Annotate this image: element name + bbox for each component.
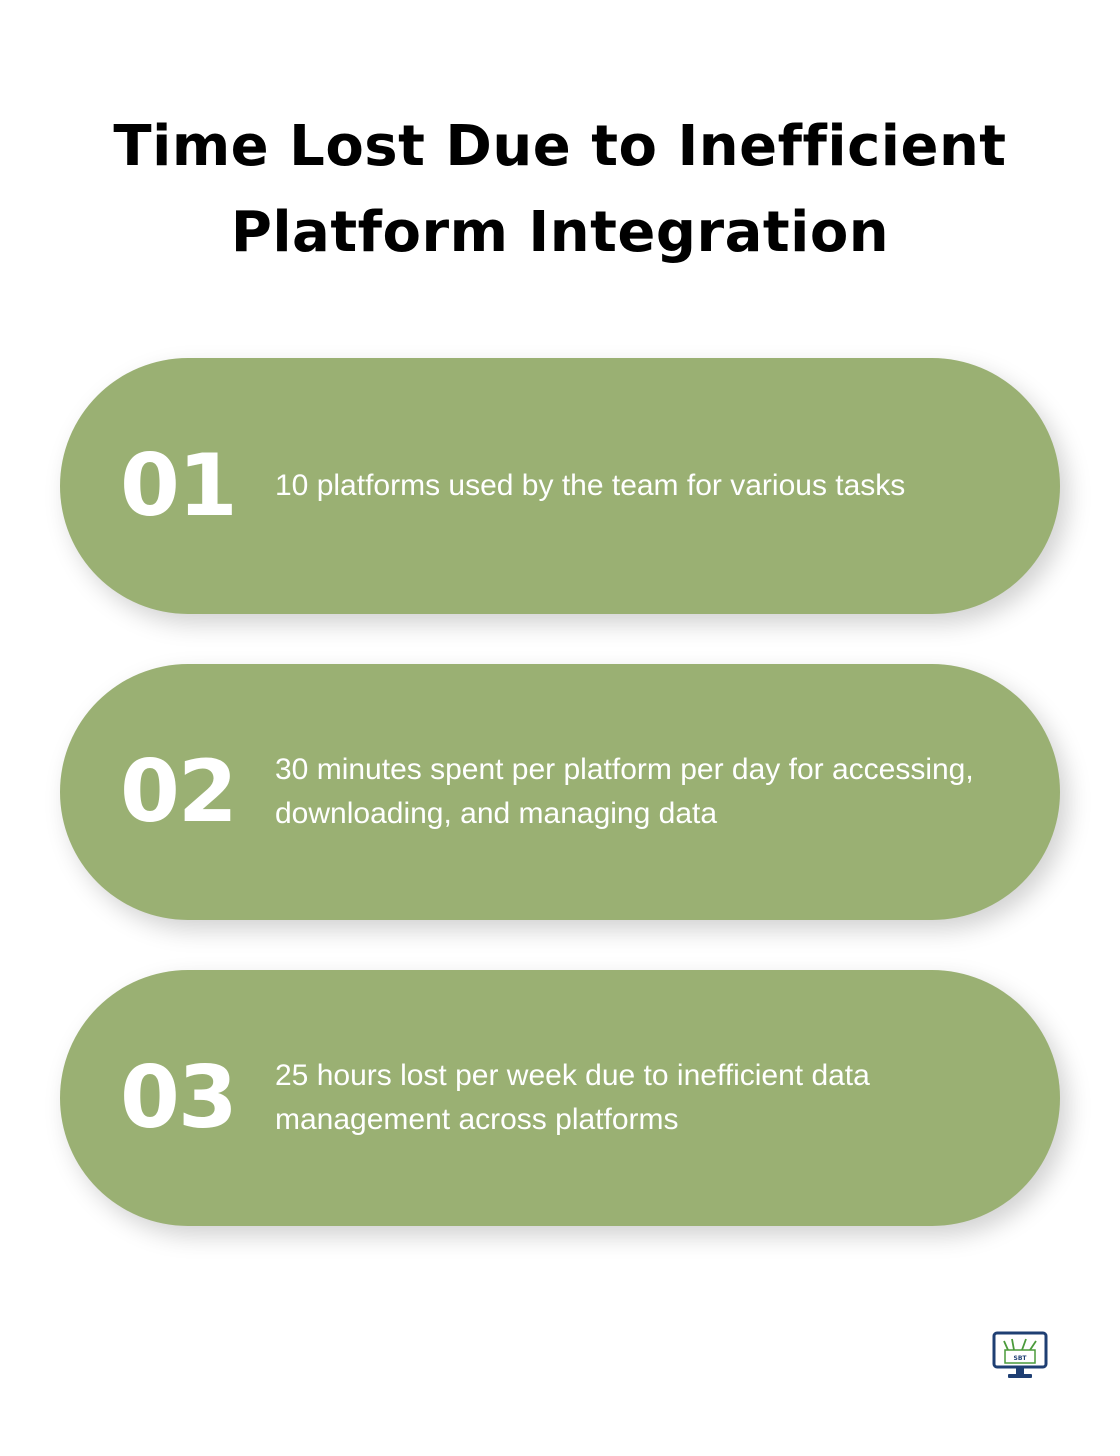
title-line-1: Time Lost Due to Inefficient [113, 114, 1007, 179]
monitor-toolbox-icon: SBT [992, 1331, 1048, 1378]
svg-text:SBT: SBT [1014, 1355, 1028, 1362]
step-number: 02 [120, 742, 238, 842]
page-title: Time Lost Due to Inefficient Platform In… [0, 104, 1120, 276]
step-number: 03 [120, 1048, 238, 1148]
step-card-3: 03 25 hours lost per week due to ineffic… [60, 970, 1060, 1226]
step-text: 10 platforms used by the team for variou… [275, 469, 906, 502]
step-card-2: 02 30 minutes spent per platform per day… [60, 664, 1060, 920]
step-text: 25 hours lost per week due to inefficien… [275, 1059, 870, 1136]
step-text: 30 minutes spent per platform per day fo… [275, 753, 974, 830]
step-number: 01 [120, 436, 238, 536]
title-line-2: Platform Integration [230, 200, 890, 265]
step-card-1: 01 10 platforms used by the team for var… [60, 358, 1060, 614]
